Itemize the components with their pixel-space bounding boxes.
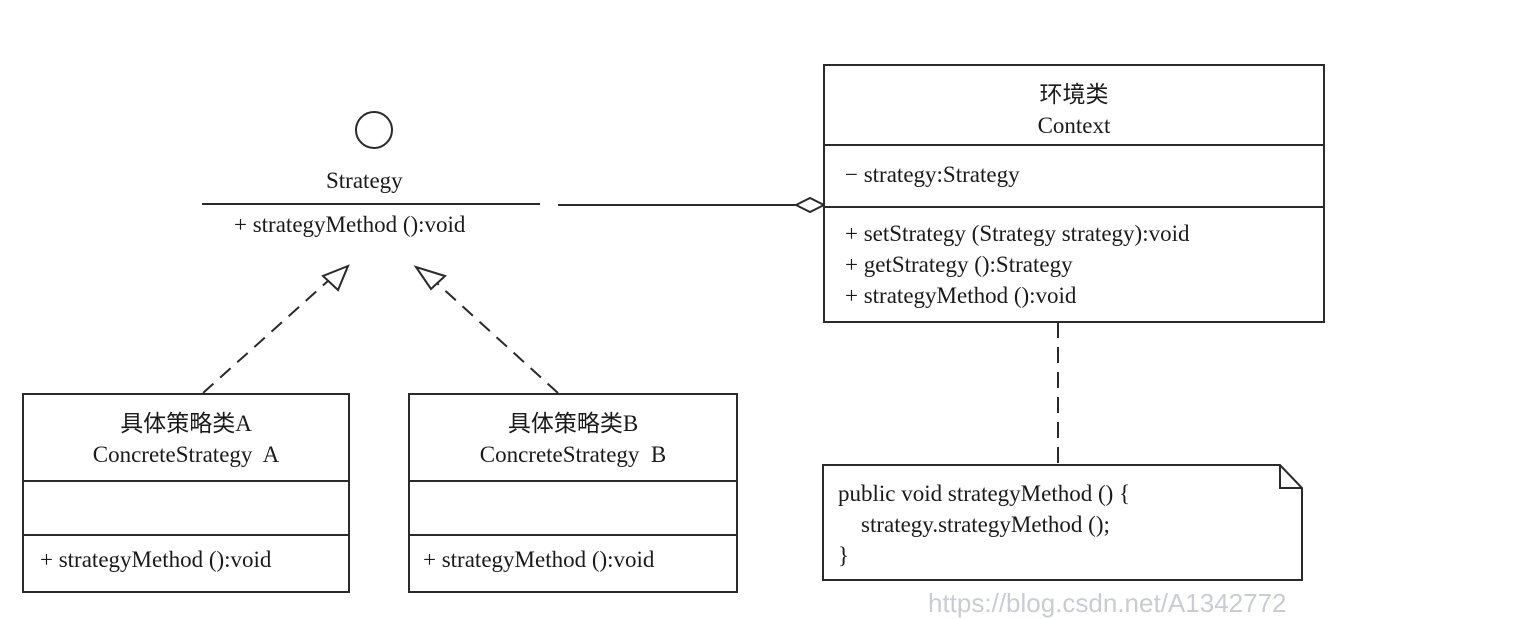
concrete-a-attributes-section — [24, 482, 348, 536]
note-line: strategy.strategyMethod (); — [838, 512, 1110, 537]
context-attribute: − strategy:Strategy — [845, 162, 1020, 187]
concrete-a-name-en: ConcreteStrategy A — [92, 442, 280, 467]
context-operations-section: + setStrategy (Strategy strategy):void +… — [825, 208, 1323, 311]
realization-arrow-b-icon — [413, 265, 447, 291]
realization-arrow-a-icon — [321, 264, 350, 292]
concrete-strategy-b-class: 具体策略类B ConcreteStrategy B + strategyMeth… — [408, 393, 738, 593]
watermark-text: https://blog.csdn.net/A1342772 — [928, 588, 1287, 618]
uml-strategy-diagram: Strategy + strategyMethod ():void 环境类 Co… — [22, 64, 1325, 618]
concrete-b-operations-section: + strategyMethod ():void — [410, 536, 736, 575]
realization-line-a — [202, 271, 339, 394]
note-line: } — [838, 543, 850, 568]
concrete-b-operation: + strategyMethod ():void — [423, 547, 655, 572]
note-fold-icon — [1279, 465, 1302, 489]
aggregation-diamond-icon — [793, 196, 827, 214]
concrete-a-name-cn: 具体策略类A — [120, 411, 252, 436]
note-shape — [822, 464, 1303, 581]
interface-circle-icon — [355, 111, 393, 149]
context-operation: + setStrategy (Strategy strategy):void — [845, 221, 1190, 246]
interface-operation: + strategyMethod ():void — [234, 212, 466, 237]
concrete-b-attributes-section — [410, 482, 736, 536]
context-attributes-section: − strategy:Strategy — [825, 146, 1323, 208]
concrete-a-operation: + strategyMethod ():void — [40, 547, 272, 572]
context-name-cn: 环境类 — [1039, 82, 1109, 107]
interface-name: Strategy — [326, 168, 403, 193]
concrete-b-name-section: 具体策略类B ConcreteStrategy B — [410, 395, 736, 482]
concrete-a-operations-section: + strategyMethod ():void — [24, 536, 348, 575]
note-line: public void strategyMethod () { — [838, 481, 1131, 506]
concrete-strategy-a-class: 具体策略类A ConcreteStrategy A + strategyMeth… — [22, 393, 350, 593]
concrete-b-name-cn: 具体策略类B — [507, 411, 639, 436]
context-class: 环境类 Context − strategy:Strategy + setStr… — [823, 64, 1325, 323]
context-operation: + strategyMethod ():void — [845, 283, 1077, 308]
concrete-a-name-section: 具体策略类A ConcreteStrategy A — [24, 395, 348, 482]
note-text: public void strategyMethod () { strategy… — [838, 478, 1130, 571]
context-name-en: Context — [1037, 113, 1111, 138]
concrete-b-name-en: ConcreteStrategy B — [479, 442, 667, 467]
context-operation: + getStrategy ():Strategy — [845, 252, 1073, 277]
context-name-section: 环境类 Context — [825, 66, 1323, 146]
realization-line-b — [427, 274, 559, 394]
connector-layer — [202, 111, 1303, 581]
